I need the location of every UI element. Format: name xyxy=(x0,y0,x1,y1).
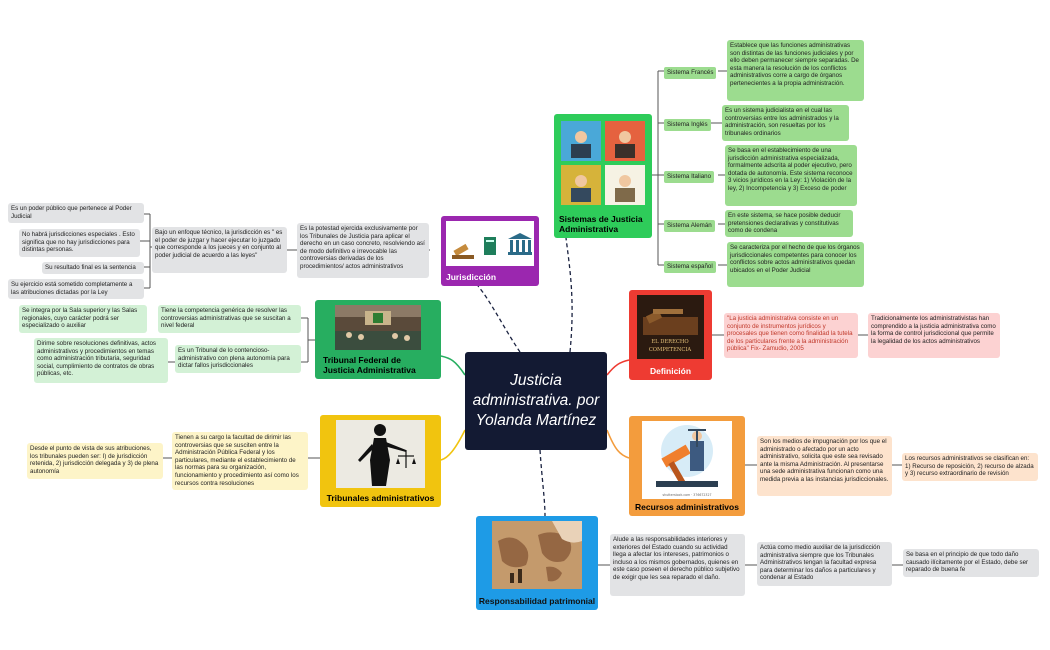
note-jurisdiccion-definicion[interactable]: Es la potestad ejercida exclusivamente p… xyxy=(297,223,429,278)
topic-tribunales-administrativos[interactable]: Tribunales administrativos xyxy=(320,415,441,507)
note-tribunal-autonomo[interactable]: Es un Tribunal de lo contencioso-adminis… xyxy=(175,345,301,373)
topic-title: Jurisdicción xyxy=(446,272,497,282)
note-ejercicio-ley[interactable]: Su ejercicio está sometido completamente… xyxy=(8,279,144,299)
judges-image xyxy=(559,119,647,207)
label-sistema-espanol[interactable]: Sistema español xyxy=(664,261,716,273)
note-medio-auxiliar[interactable]: Actúa como medio auxiliar de la jurisdic… xyxy=(757,542,892,586)
label-sistema-ingles[interactable]: Sistema Inglés xyxy=(664,119,711,131)
topic-title: Sistemas de Justicia Administrativa xyxy=(559,214,643,234)
note-sistema-aleman[interactable]: En este sistema, se hace posible deducir… xyxy=(725,210,853,237)
note-resultado-sentencia[interactable]: Su resultado final es la sentencia xyxy=(42,262,144,274)
image-text: EL DERECHO xyxy=(651,339,688,345)
svg-text:COMPETENCIA: COMPETENCIA xyxy=(649,347,692,353)
note-tribunales-clases[interactable]: Desde el punto de vista de sus atribucio… xyxy=(27,443,163,479)
note-sistema-italiano[interactable]: Se basa en el establecimiento de una jur… xyxy=(725,145,857,206)
note-sistema-espanol[interactable]: Se caracteriza por el hecho de que los ó… xyxy=(727,242,864,287)
central-topic[interactable]: Justicia administrativa. por Yolanda Mar… xyxy=(465,352,607,450)
map-hand-image xyxy=(492,521,582,589)
topic-responsabilidad-patrimonial[interactable]: Responsabilidad patrimonial xyxy=(476,516,598,610)
label-sistema-italiano[interactable]: Sistema Italiano xyxy=(664,171,715,183)
topic-tribunal-federal[interactable]: Tribunal Federal de Justicia Administrat… xyxy=(315,300,441,379)
note-jurisdiccion-enfoque[interactable]: Bajo un enfoque técnico, la jurisdicción… xyxy=(152,227,287,273)
note-tribunales-cargo[interactable]: Tienen a su cargo la facultad de dirimir… xyxy=(172,432,308,490)
topic-title: Responsabilidad patrimonial xyxy=(478,596,596,606)
topic-definicion[interactable]: EL DERECHO COMPETENCIA Definición xyxy=(629,290,712,380)
note-dirime-resoluciones[interactable]: Dirime sobre resoluciones definitivas, a… xyxy=(34,338,168,383)
note-tradicion[interactable]: Tradicionalmente los administrativistas … xyxy=(868,313,1000,358)
note-medios-impugnacion[interactable]: Son los medios de impugnación por los qu… xyxy=(757,436,892,496)
note-competencia-federal[interactable]: Tiene la competencia genérica de resolve… xyxy=(158,305,301,333)
note-responsabilidad-alude[interactable]: Alude a las responsabilidades interiores… xyxy=(610,534,745,596)
tribunal-federal-image xyxy=(335,305,421,350)
topic-title: Tribunales administrativos xyxy=(326,493,435,503)
image-caption: shutterstock.com · 376672327 xyxy=(662,493,711,497)
note-clasificacion-recursos[interactable]: Los recursos administrativos se clasific… xyxy=(902,453,1038,481)
label-sistema-aleman[interactable]: Sistema Alemán xyxy=(664,220,715,232)
gavel-justice-image: shutterstock.com · 376672327 xyxy=(642,421,732,499)
note-principio-dano[interactable]: Se basa en el principio de que todo daño… xyxy=(903,549,1039,577)
note-sistema-ingles[interactable]: Es un sistema judicialista en el cual la… xyxy=(722,105,849,141)
note-sistema-frances[interactable]: Establece que las funciones administrati… xyxy=(727,40,864,101)
topic-title: Definición xyxy=(649,366,692,376)
topic-title: Recursos administrativos xyxy=(635,502,739,512)
note-poder-publico[interactable]: Es un poder público que pertenece al Pod… xyxy=(8,203,144,223)
jurisdiccion-icons-image xyxy=(446,221,534,266)
topic-recursos-administrativos[interactable]: shutterstock.com · 376672327 Recursos ad… xyxy=(629,416,745,516)
note-cita-fix-zamudio[interactable]: "La justicia administrativa consiste en … xyxy=(724,313,858,358)
note-integracion-salas[interactable]: Se integra por la Sala superior y las Sa… xyxy=(19,305,147,333)
derecho-book-image: EL DERECHO COMPETENCIA xyxy=(637,295,704,359)
topic-sistemas-justicia[interactable]: Sistemas de Justicia Administrativa xyxy=(554,114,652,238)
note-jurisdicciones-especiales[interactable]: No habrá jurisdicciones especiales . Est… xyxy=(19,229,140,257)
topic-title: Tribunal Federal de Justicia Administrat… xyxy=(323,355,416,375)
topic-jurisdiccion[interactable]: Jurisdicción xyxy=(441,216,539,286)
label-sistema-frances[interactable]: Sistema Francés xyxy=(664,67,717,79)
justice-statue-image xyxy=(336,420,425,488)
